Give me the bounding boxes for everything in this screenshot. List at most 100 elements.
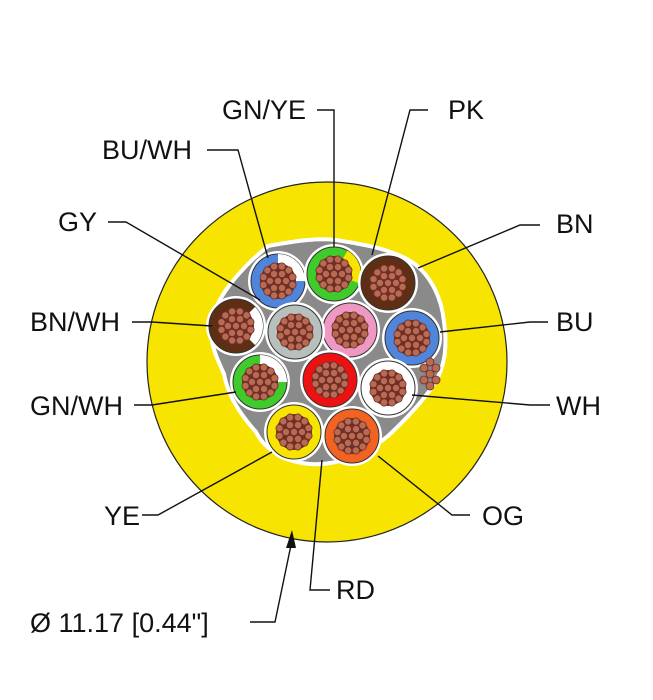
strand xyxy=(373,373,382,382)
strand xyxy=(349,340,358,349)
strand xyxy=(415,333,424,342)
strand xyxy=(221,332,230,341)
strand xyxy=(235,328,244,337)
strand xyxy=(379,285,388,294)
strand xyxy=(259,363,268,372)
leader-bn-wh xyxy=(132,321,213,327)
strand xyxy=(273,276,282,285)
strand xyxy=(286,334,295,343)
strand xyxy=(293,421,302,430)
strand xyxy=(270,374,279,383)
strand xyxy=(355,431,364,440)
strand xyxy=(227,315,236,324)
strand xyxy=(293,413,302,422)
strand xyxy=(360,329,369,338)
strand xyxy=(252,363,261,372)
strand xyxy=(342,311,351,320)
core-bn xyxy=(358,253,418,313)
leader-bu-wh xyxy=(207,149,269,259)
strand xyxy=(335,336,344,345)
strand xyxy=(333,276,342,285)
strand xyxy=(290,327,299,336)
strand xyxy=(297,427,306,436)
strand xyxy=(419,375,429,385)
strand xyxy=(394,394,403,403)
strand xyxy=(259,384,268,393)
strand xyxy=(347,431,356,440)
strand xyxy=(331,322,340,331)
diameter-dimension: Ø 11.17 [0.44"] xyxy=(30,530,296,638)
strand xyxy=(383,383,392,392)
label-wh: WH xyxy=(556,391,601,421)
strand xyxy=(398,275,407,284)
leader-bu xyxy=(439,321,548,333)
strand xyxy=(391,278,400,287)
strand xyxy=(300,417,309,426)
strand xyxy=(391,383,400,392)
strand xyxy=(351,417,360,426)
strand xyxy=(275,424,284,433)
strand xyxy=(425,369,435,379)
strand xyxy=(329,269,338,278)
strand xyxy=(289,427,298,436)
strand xyxy=(298,327,307,336)
strand xyxy=(333,375,342,384)
strand xyxy=(275,431,284,440)
strand xyxy=(393,330,402,339)
leader-pk xyxy=(371,109,428,256)
strand xyxy=(217,325,226,334)
label-bu-wh: BU/WH xyxy=(102,135,192,165)
strand xyxy=(251,371,260,380)
strand xyxy=(259,280,268,289)
strand xyxy=(387,377,396,386)
strand xyxy=(336,365,345,374)
strand xyxy=(329,361,338,370)
strand xyxy=(380,369,389,378)
strand xyxy=(304,424,313,433)
strand xyxy=(287,342,296,351)
strand xyxy=(329,382,338,391)
strand xyxy=(387,369,396,378)
strand xyxy=(345,325,354,334)
strand xyxy=(404,348,413,357)
strand xyxy=(333,428,342,437)
leader-gn-ye xyxy=(317,109,335,247)
strand xyxy=(284,287,293,296)
strand xyxy=(281,427,290,436)
strand xyxy=(418,344,427,353)
strand xyxy=(362,435,371,444)
core-rd xyxy=(300,350,360,410)
strand xyxy=(358,421,367,430)
strand xyxy=(263,266,272,275)
strand xyxy=(286,321,295,330)
strand xyxy=(284,266,293,275)
strand xyxy=(431,375,441,385)
strand xyxy=(259,273,268,282)
strand xyxy=(407,333,416,342)
strand xyxy=(387,293,396,302)
strand xyxy=(333,255,342,264)
strand xyxy=(375,278,384,287)
strand xyxy=(217,318,226,327)
leader-wh xyxy=(411,394,550,406)
strand xyxy=(340,259,349,268)
strand xyxy=(393,337,402,346)
strand xyxy=(337,269,346,278)
core-og xyxy=(322,406,382,466)
strand xyxy=(231,321,240,330)
strand xyxy=(411,319,420,328)
strand xyxy=(266,367,275,376)
strand xyxy=(235,307,244,316)
strand xyxy=(418,323,427,332)
strand xyxy=(351,438,360,447)
strand xyxy=(333,263,342,272)
strand xyxy=(394,373,403,382)
strand xyxy=(252,392,261,401)
strand xyxy=(285,421,294,430)
strand xyxy=(380,398,389,407)
strand xyxy=(399,333,408,342)
strand xyxy=(425,381,435,391)
strand xyxy=(282,327,291,336)
strand xyxy=(235,315,244,324)
